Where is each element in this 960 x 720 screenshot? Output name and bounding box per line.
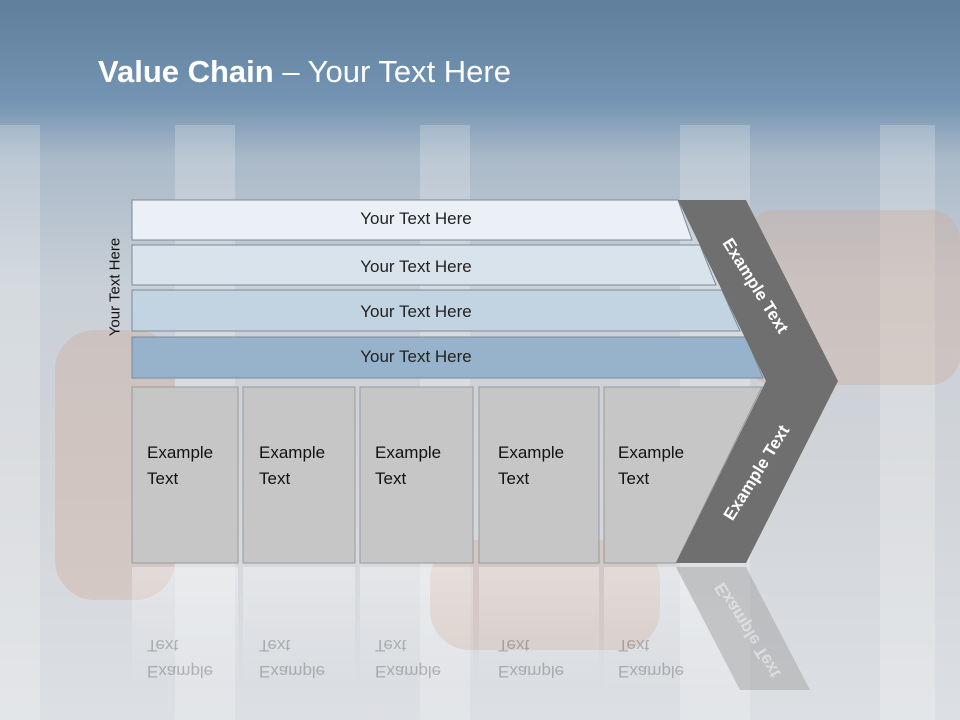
background-bar — [0, 125, 40, 720]
primary-box-3 — [359, 386, 474, 564]
support-row-4-text: Your Text Here — [360, 347, 472, 366]
reflection-box — [132, 567, 238, 687]
support-row-4 — [131, 336, 764, 379]
reflection-box — [604, 567, 740, 690]
reflection-box — [360, 567, 473, 687]
support-row-2 — [131, 244, 717, 286]
primary-box-4 — [478, 386, 600, 564]
primary-box-1 — [131, 386, 239, 564]
support-row-1 — [131, 199, 693, 241]
chevron-arrow — [676, 200, 838, 563]
page-title: Value Chain – Your Text Here — [98, 54, 511, 89]
reflection-box — [243, 567, 355, 687]
support-row-3-text: Your Text Here — [360, 302, 472, 321]
reflection-chevron — [676, 567, 810, 690]
background-bar — [880, 125, 935, 720]
reflection-box — [479, 567, 599, 687]
support-row-3 — [131, 289, 741, 332]
primary-box-2 — [242, 386, 356, 564]
support-row-1-text: Your Text Here — [360, 209, 472, 228]
support-row-2-text: Your Text Here — [360, 257, 472, 276]
